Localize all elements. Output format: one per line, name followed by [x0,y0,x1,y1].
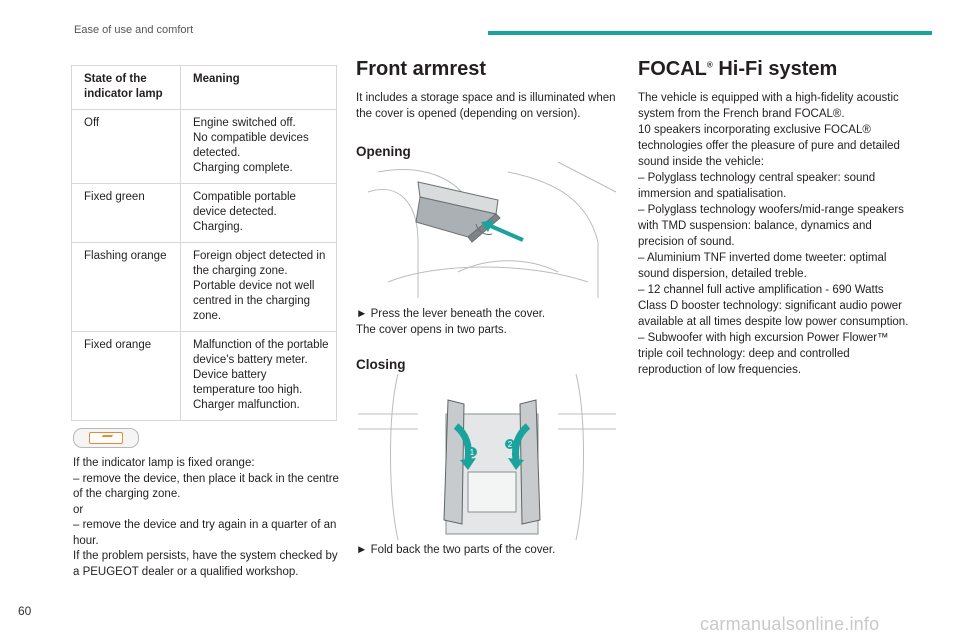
closing-title: Closing [356,357,406,372]
opening-result: The cover opens in two parts. [356,324,507,336]
table-cell-meaning: Foreign object detected in the charging … [180,242,337,332]
table-row: Off Engine switched off. No compatible d… [71,109,337,184]
meaning-line: Charging complete. [193,162,293,174]
table-cell-state: Fixed green [71,183,181,243]
focal-section: FOCAL® Hi-Fi system The vehicle is equip… [638,58,913,378]
table-row: Fixed green Compatible portable device d… [71,183,337,243]
meaning-line: Foreign object detected in the charging … [193,250,326,277]
table-header-state: State of the indicator lamp [71,65,181,110]
table-cell-state: Off [71,109,181,184]
table-row: Flashing orange Foreign object detected … [71,242,337,332]
note-line: – remove the device, then place it back … [73,472,339,501]
opening-step: ► Press the lever beneath the cover. [356,308,546,320]
note-line: – remove the device and try again in a q… [73,519,337,547]
focal-paragraph: – Polyglass technology woofers/mid-range… [638,204,904,248]
table-cell-state: Flashing orange [71,242,181,332]
focal-title-brand: FOCAL [638,58,707,80]
focal-paragraph: – Polyglass technology central speaker: … [638,172,876,200]
opening-illustration [358,162,616,300]
table-cell-meaning: Engine switched off. No compatible devic… [180,109,337,184]
header-accent-bar [488,31,932,35]
meaning-line: Device battery temperature too high. [193,369,303,396]
focal-title: FOCAL® Hi-Fi system [638,58,913,80]
closing-text: ► Fold back the two parts of the cover. [356,542,618,558]
table-row: Fixed orange Malfunction of the portable… [71,331,337,421]
meaning-line: Compatible portable device detected. [193,191,296,218]
opening-title: Opening [356,144,411,159]
opening-text: ► Press the lever beneath the cover. The… [356,306,618,373]
armrest-intro: It includes a storage space and is illum… [356,92,616,120]
closing-badge-1: 1 [470,448,475,457]
closing-illustration: 1 2 [358,374,616,540]
orange-lamp-note: If the indicator lamp is fixed orange: –… [73,456,343,580]
focal-paragraph: 10 speakers incorporating exclusive FOCA… [638,124,900,168]
armrest-section: Front armrest It includes a storage spac… [356,58,618,160]
page-header-title: Ease of use and comfort [74,24,194,36]
meaning-line: Charger malfunction. [193,399,300,411]
closing-step: ► Fold back the two parts of the cover. [356,544,556,556]
meaning-line: Malfunction of the portable device's bat… [193,339,329,366]
meaning-line: Engine switched off. [193,117,296,129]
focal-paragraph: – Subwoofer with high excursion Power Fl… [638,332,889,376]
indicator-table: State of the indicator lamp Meaning Off … [71,65,337,421]
table-header-row: State of the indicator lamp Meaning [71,65,337,110]
focal-title-rest: Hi-Fi system [712,58,838,80]
focal-title-registered: ® [706,60,713,70]
page-number: 60 [18,604,32,618]
armrest-title: Front armrest [356,58,487,80]
table-cell-meaning: Compatible portable device detected. Cha… [180,183,337,243]
table-cell-meaning: Malfunction of the portable device's bat… [180,331,337,421]
table-header-meaning: Meaning [180,65,337,110]
note-line: or [73,503,84,516]
note-line: If the indicator lamp is fixed orange: [73,457,255,469]
focal-paragraph: – 12 channel full active amplification -… [638,284,909,328]
meaning-line: Portable device not well centred in the … [193,280,315,322]
watermark-text: carmanualsonline.info [700,614,880,634]
meaning-line: Charging. [193,221,243,233]
focal-paragraph: The vehicle is equipped with a high-fide… [638,92,899,120]
charging-indicator-icon [89,432,123,444]
meaning-line: No compatible devices detected. [193,132,309,159]
closing-badge-2: 2 [508,440,513,449]
table-cell-state: Fixed orange [71,331,181,421]
focal-paragraph: – Aluminium TNF inverted dome tweeter: o… [638,252,887,280]
note-badge [73,428,139,448]
note-line: If the problem persists, have the system… [73,550,338,578]
